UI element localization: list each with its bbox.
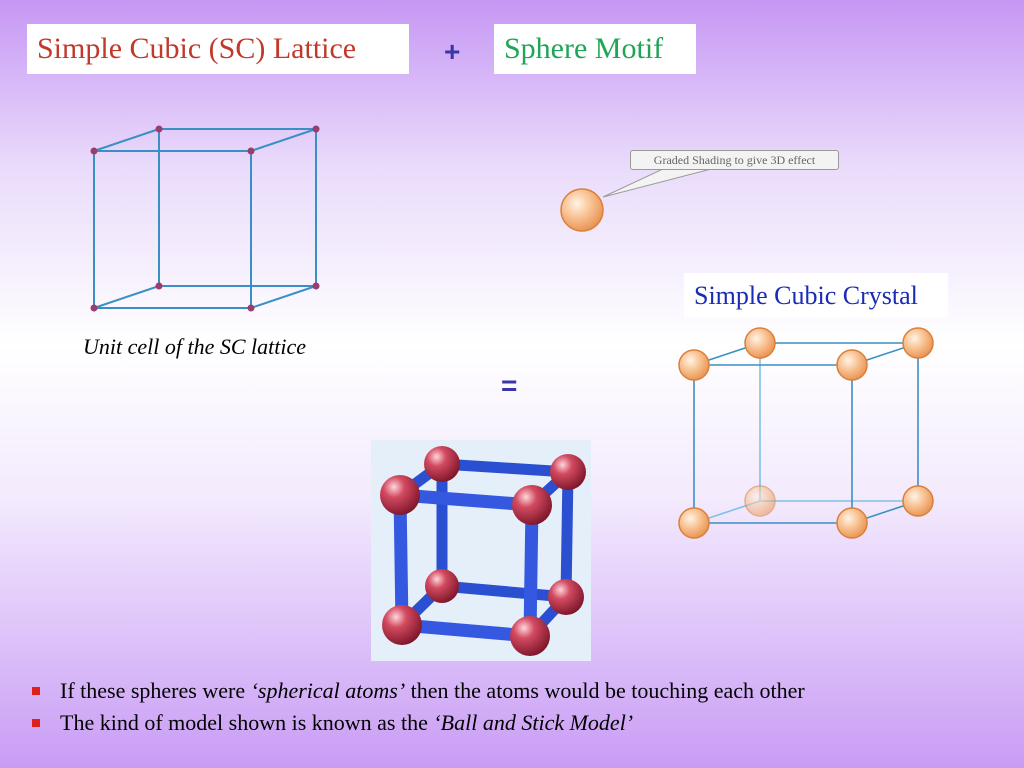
bullet-emphasis: ‘Ball and Stick Model’	[433, 710, 634, 735]
equals-operator: =	[501, 370, 518, 401]
crystal-atom	[902, 485, 934, 517]
unit-cell-caption: Unit cell of the SC lattice	[83, 334, 307, 359]
stick	[395, 618, 537, 643]
stick	[393, 488, 409, 632]
motif-title: Sphere Motif	[494, 24, 696, 74]
ball	[548, 579, 584, 615]
stick	[393, 488, 539, 512]
ball	[380, 475, 420, 515]
lattice-point	[90, 304, 98, 312]
crystal-atom	[902, 327, 934, 359]
stick	[436, 458, 574, 478]
ball	[550, 454, 586, 490]
crystal-atom	[836, 507, 868, 539]
motif-sphere	[560, 188, 604, 232]
lattice-title: Simple Cubic (SC) Lattice	[27, 24, 409, 74]
crystal-atom	[836, 349, 868, 381]
ball	[510, 616, 550, 656]
lattice-point	[247, 304, 255, 312]
lattice-point	[90, 147, 98, 155]
lattice-point	[155, 282, 163, 290]
ball	[424, 446, 460, 482]
plus-operator: +	[444, 36, 461, 67]
square-bullet-icon	[32, 719, 40, 727]
ball	[425, 569, 459, 603]
shading-callout: Graded Shading to give 3D effect	[630, 150, 839, 170]
lattice-edge	[250, 285, 317, 309]
bullet-text: The kind of model shown is known as the	[60, 710, 434, 735]
lattice-point	[247, 147, 255, 155]
bullet-text: then the atoms would be touching each ot…	[405, 678, 805, 703]
crystal-label: Simple Cubic Crystal	[684, 273, 948, 317]
bullet-item: If these spheres were ‘spherical atoms’ …	[30, 678, 805, 704]
ball	[382, 605, 422, 645]
lattice-edge	[93, 128, 160, 152]
crystal-atom	[678, 349, 710, 381]
stick	[560, 466, 574, 603]
ball	[512, 485, 552, 525]
bullet-text: If these spheres were	[60, 678, 251, 703]
bullet-item: The kind of model shown is known as the …	[30, 710, 805, 736]
square-bullet-icon	[32, 687, 40, 695]
lattice-edge	[250, 128, 317, 152]
bullet-list: If these spheres were ‘spherical atoms’ …	[30, 678, 805, 742]
bullet-emphasis: ‘spherical atoms’	[250, 678, 406, 703]
stick	[436, 580, 572, 603]
lattice-point	[312, 282, 320, 290]
crystal-atom	[744, 327, 776, 359]
lattice-edge	[93, 285, 160, 309]
crystal-atom	[744, 485, 776, 517]
lattice-point	[312, 125, 320, 133]
crystal-atom	[678, 507, 710, 539]
lattice-point	[155, 125, 163, 133]
stick	[523, 498, 539, 643]
